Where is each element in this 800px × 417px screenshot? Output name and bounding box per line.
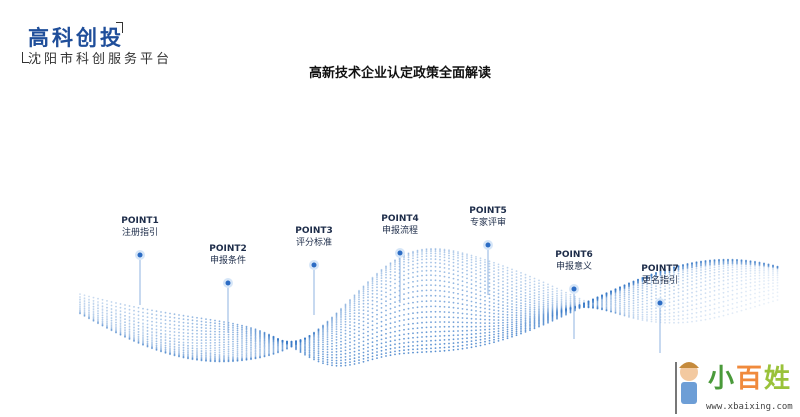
- point-label: POINT6 申报意义: [534, 249, 614, 273]
- point-label: POINT7 更名指引: [620, 263, 700, 287]
- point-text: 申报条件: [209, 256, 246, 266]
- point-text: 评分标准: [295, 238, 332, 248]
- point-label: POINT5 专家评审: [448, 205, 528, 229]
- point-number: POINT7: [641, 264, 679, 274]
- logo-bracket: [116, 22, 123, 33]
- point-number: POINT6: [555, 250, 593, 260]
- point-text: 注册指引: [121, 228, 158, 238]
- point-number: POINT3: [295, 226, 333, 236]
- point-text: 申报流程: [381, 226, 418, 236]
- point-number: POINT2: [209, 244, 247, 254]
- point-text: 申报意义: [555, 262, 592, 272]
- point-text: 更名指引: [641, 276, 678, 286]
- point-label: POINT3 评分标准: [274, 225, 354, 249]
- watermark-char: 姓: [764, 364, 793, 394]
- point-number: POINT5: [469, 206, 507, 216]
- point-number: POINT1: [121, 216, 159, 226]
- point-number: POINT4: [381, 214, 419, 224]
- logo-subtitle: 沈阳市科创服务平台: [28, 52, 173, 67]
- point-label: POINT2 申报条件: [188, 243, 268, 267]
- page-title: 高新技术企业认定政策全面解读: [308, 66, 491, 81]
- point-label: POINT1 注册指引: [100, 215, 180, 239]
- logo-title: 高科创投: [28, 26, 124, 50]
- watermark-char: 百: [736, 364, 765, 394]
- logo-bracket: [22, 52, 29, 63]
- farmer-mascot-icon: [675, 362, 699, 414]
- point-text: 专家评审: [469, 218, 506, 228]
- watermark-url: www.xbaixing.com: [706, 402, 793, 412]
- point-label: POINT4 申报流程: [360, 213, 440, 237]
- watermark-char: 小: [708, 364, 737, 394]
- watermark: 小百姓 www.xbaixing.com: [672, 352, 800, 417]
